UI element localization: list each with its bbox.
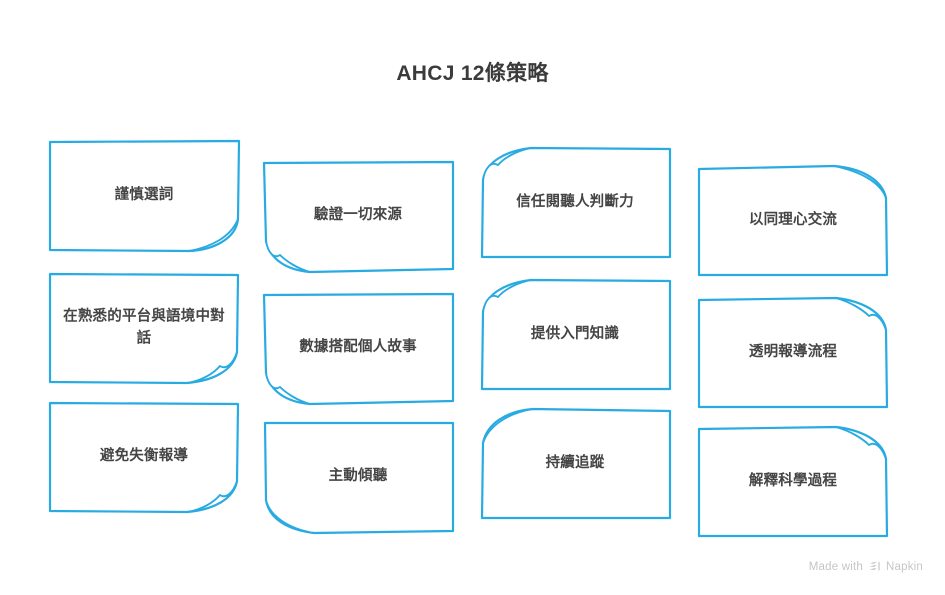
card-label: 驗證一切來源 xyxy=(313,207,403,224)
card-outline xyxy=(697,296,889,409)
strategy-card[interactable]: 避免失衡報導 xyxy=(47,400,241,514)
card-outline xyxy=(48,401,240,514)
card-label: 在熟悉的平台與語境中對話 xyxy=(63,308,225,346)
strategy-card[interactable]: 透明報導流程 xyxy=(696,296,890,410)
card-label: 提供入門知識 xyxy=(530,326,620,343)
napkin-brand-label: Napkin xyxy=(886,560,923,573)
card-label: 信任閱聽人判斷力 xyxy=(516,194,634,211)
card-label: 持續追蹤 xyxy=(545,455,605,472)
strategy-card[interactable]: 謹慎選詞 xyxy=(47,139,241,253)
card-label: 數據搭配個人故事 xyxy=(299,339,417,356)
strategy-card[interactable]: 以同理心交流 xyxy=(696,164,890,278)
footer-watermark: Made with Napkin xyxy=(809,560,923,573)
card-outline xyxy=(262,160,455,274)
card-outline xyxy=(48,272,240,385)
card-outline xyxy=(697,164,889,277)
strategy-card[interactable]: 信任閱聽人判斷力 xyxy=(478,146,672,260)
card-label: 解釋科學過程 xyxy=(748,473,838,490)
card-outline xyxy=(263,421,455,535)
made-with-label: Made with xyxy=(808,560,863,573)
strategy-card[interactable]: 提供入門知識 xyxy=(478,278,672,392)
card-outline xyxy=(697,425,889,538)
card-outline xyxy=(480,146,672,259)
strategy-card[interactable]: 解釋科學過程 xyxy=(696,425,890,539)
card-label: 透明報導流程 xyxy=(748,344,838,361)
strategy-card[interactable]: 數據搭配個人故事 xyxy=(261,291,455,406)
card-outline xyxy=(48,139,241,253)
napkin-chevron-logo-icon xyxy=(868,560,881,573)
page-title: AHCJ 12條策略 xyxy=(396,62,549,85)
card-outline xyxy=(480,407,672,520)
card-label: 主動傾聽 xyxy=(328,468,388,485)
card-label: 以同理心交流 xyxy=(748,212,838,229)
card-outline xyxy=(262,292,455,406)
card-outline xyxy=(480,278,672,391)
card-label: 謹慎選詞 xyxy=(114,187,174,204)
strategy-card[interactable]: 在熟悉的平台與語境中對話 xyxy=(47,271,241,385)
strategy-card[interactable]: 主動傾聽 xyxy=(261,420,455,535)
strategy-card[interactable]: 驗證一切來源 xyxy=(261,159,455,274)
card-label: 避免失衡報導 xyxy=(99,448,189,465)
strategy-card[interactable]: 持續追蹤 xyxy=(478,407,672,521)
